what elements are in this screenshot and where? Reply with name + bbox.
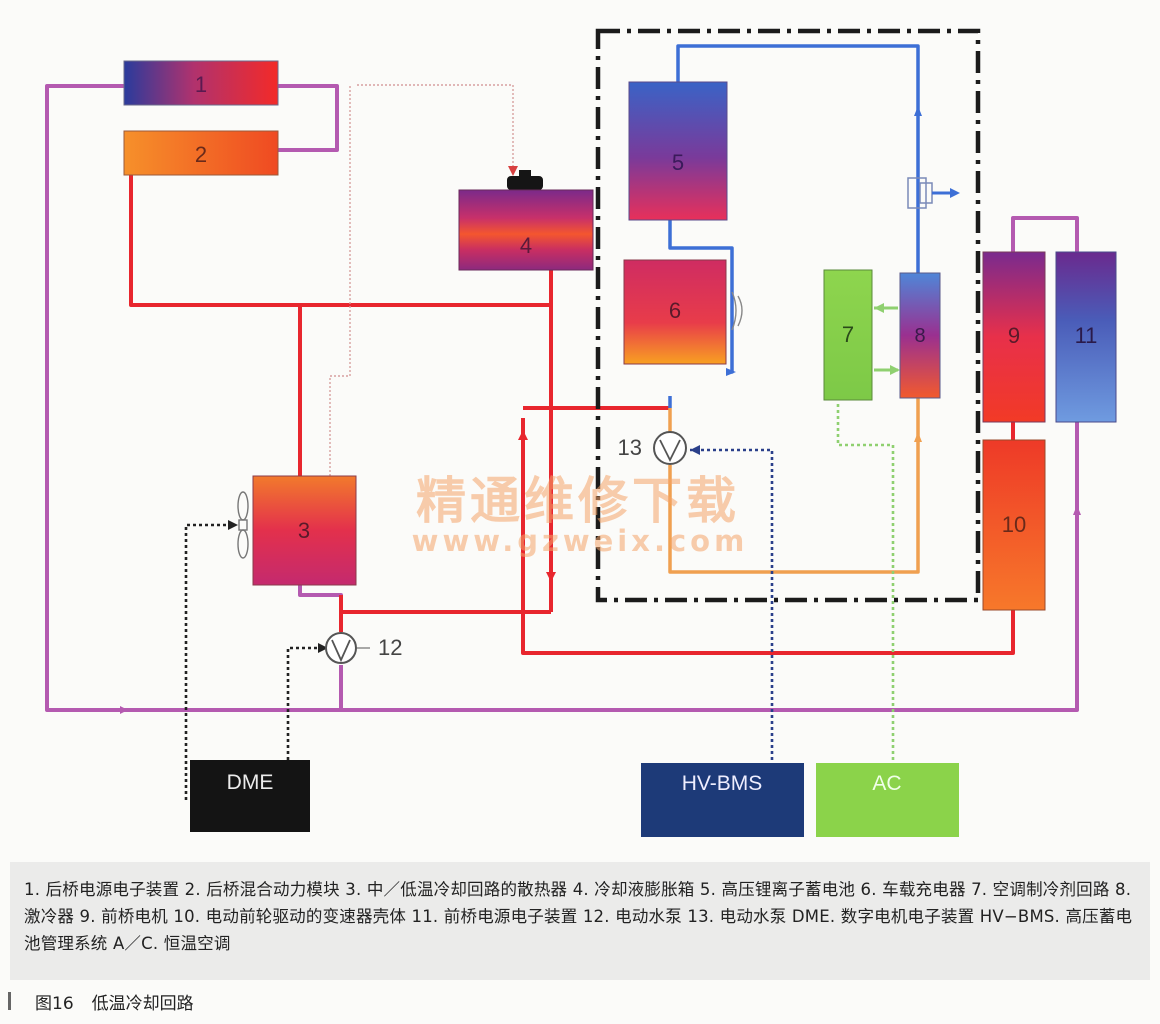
transmission-housing: 10 [982,439,1046,611]
svg-text:5: 5 [672,150,684,175]
cooling-circuit-diagram: 1 2 3 4 5 6 7 8 9 10 [45,28,1117,837]
svg-text:AC: AC [872,772,901,795]
svg-text:2: 2 [195,142,207,167]
svg-text:11: 11 [1075,323,1098,348]
svg-text:精通维修下载: 精通维修下载 [416,472,740,530]
signal-lines [184,84,895,800]
svg-text:DME: DME [227,771,274,794]
radiator-fan-icon [237,491,249,559]
electric-pump-13: 13 [618,431,687,465]
svg-text:12: 12 [378,635,402,660]
front-axle-power-electronics: 11 [1055,251,1117,423]
electric-pump-12: 12 [325,632,402,664]
svg-text:HV-BMS: HV-BMS [682,772,763,795]
watermark: 精通维修下载 www.gzweix.com [412,472,749,558]
svg-text:1: 1 [195,72,207,97]
ac-refrigerant-circuit: 7 [823,269,873,401]
svg-text:3: 3 [298,518,310,543]
svg-text:7: 7 [842,322,854,347]
svg-text:8: 8 [914,325,925,347]
radiator: 3 [252,475,357,586]
expansion-tank: 4 [458,170,594,271]
caption-bar [8,992,11,1010]
ac-control-unit: AC [816,763,959,837]
front-axle-motor: 9 [982,251,1046,423]
svg-text:4: 4 [520,233,532,258]
hv-battery-housing [595,28,981,603]
legend-text: 1. 后桥电源电子装置 2. 后桥混合动力模块 3. 中／低温冷却回路的散热器 … [24,880,1133,953]
svg-text:13: 13 [618,435,642,460]
orange-coolant-loop [668,398,920,574]
figure-number: 图16 [35,993,74,1014]
red-coolant-loop [129,175,1015,655]
onboard-charger: 6 [623,259,743,365]
figure-title: 低温冷却回路 [91,993,194,1014]
figure-legend: 1. 后桥电源电子装置 2. 后桥混合动力模块 3. 中／低温冷却回路的散热器 … [10,862,1150,980]
hv-bms-control-unit: HV-BMS [641,763,804,837]
svg-text:www.gzweix.com: www.gzweix.com [412,524,749,558]
purple-coolant-loop [45,84,1079,712]
svg-text:10: 10 [1002,512,1026,537]
svg-text:6: 6 [669,298,681,323]
vent-valve-icon [907,177,960,209]
dme-control-unit: DME [190,760,310,832]
rear-axle-power-electronics: 1 [123,60,279,106]
chiller: 8 [899,272,941,399]
rear-axle-hybrid-module: 2 [123,130,279,176]
hv-lithium-ion-battery: 5 [628,81,728,221]
figure-caption: 图16 低温冷却回路 [8,988,194,1014]
svg-text:9: 9 [1008,323,1020,348]
refrigerant-arrows [874,306,898,372]
